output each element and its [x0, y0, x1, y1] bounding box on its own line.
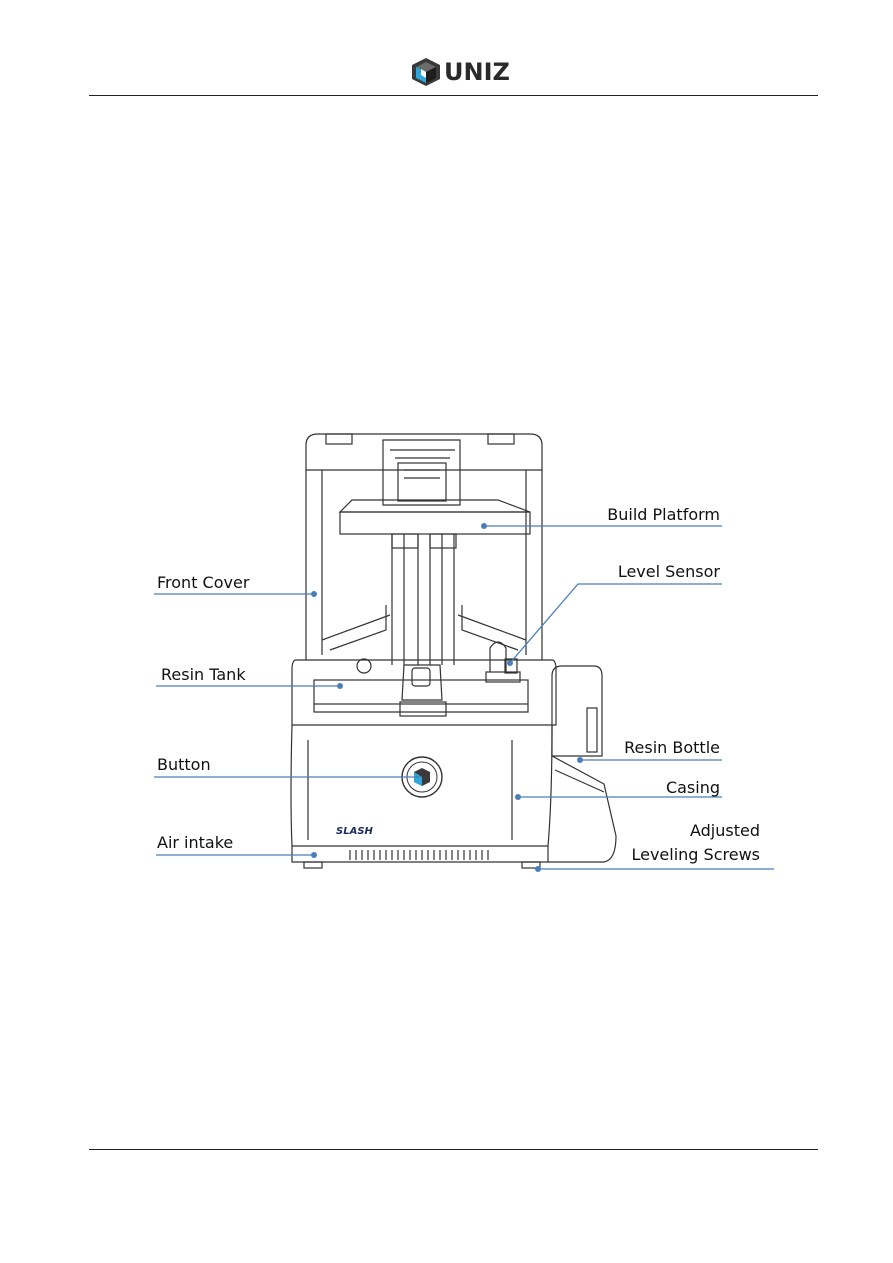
label-resin-tank: Resin Tank [161, 665, 246, 684]
printer-outline [290, 433, 617, 869]
callout-dots [311, 523, 583, 872]
label-build-platform: Build Platform [607, 505, 720, 524]
button-icon [401, 756, 443, 798]
callout-lines [154, 525, 774, 870]
brand-name: UNIZ [444, 58, 510, 86]
label-level-sensor: Level Sensor [617, 562, 720, 581]
label-button: Button [157, 755, 211, 774]
label-adjusted: Adjusted [689, 821, 760, 840]
uniz-cube-logo-icon [412, 58, 440, 86]
label-air-intake: Air intake [157, 833, 234, 852]
device-mark: SLASH [336, 826, 374, 837]
label-leveling-screws: Leveling Screws [631, 845, 760, 864]
page-header: UNIZ [0, 0, 893, 100]
brand-logo: UNIZ [410, 57, 510, 89]
label-resin-bottle: Resin Bottle [624, 738, 720, 757]
label-front-cover: Front Cover [157, 573, 250, 592]
footer-divider [89, 1149, 818, 1150]
label-casing: Casing [665, 778, 720, 797]
header-divider [89, 95, 818, 96]
